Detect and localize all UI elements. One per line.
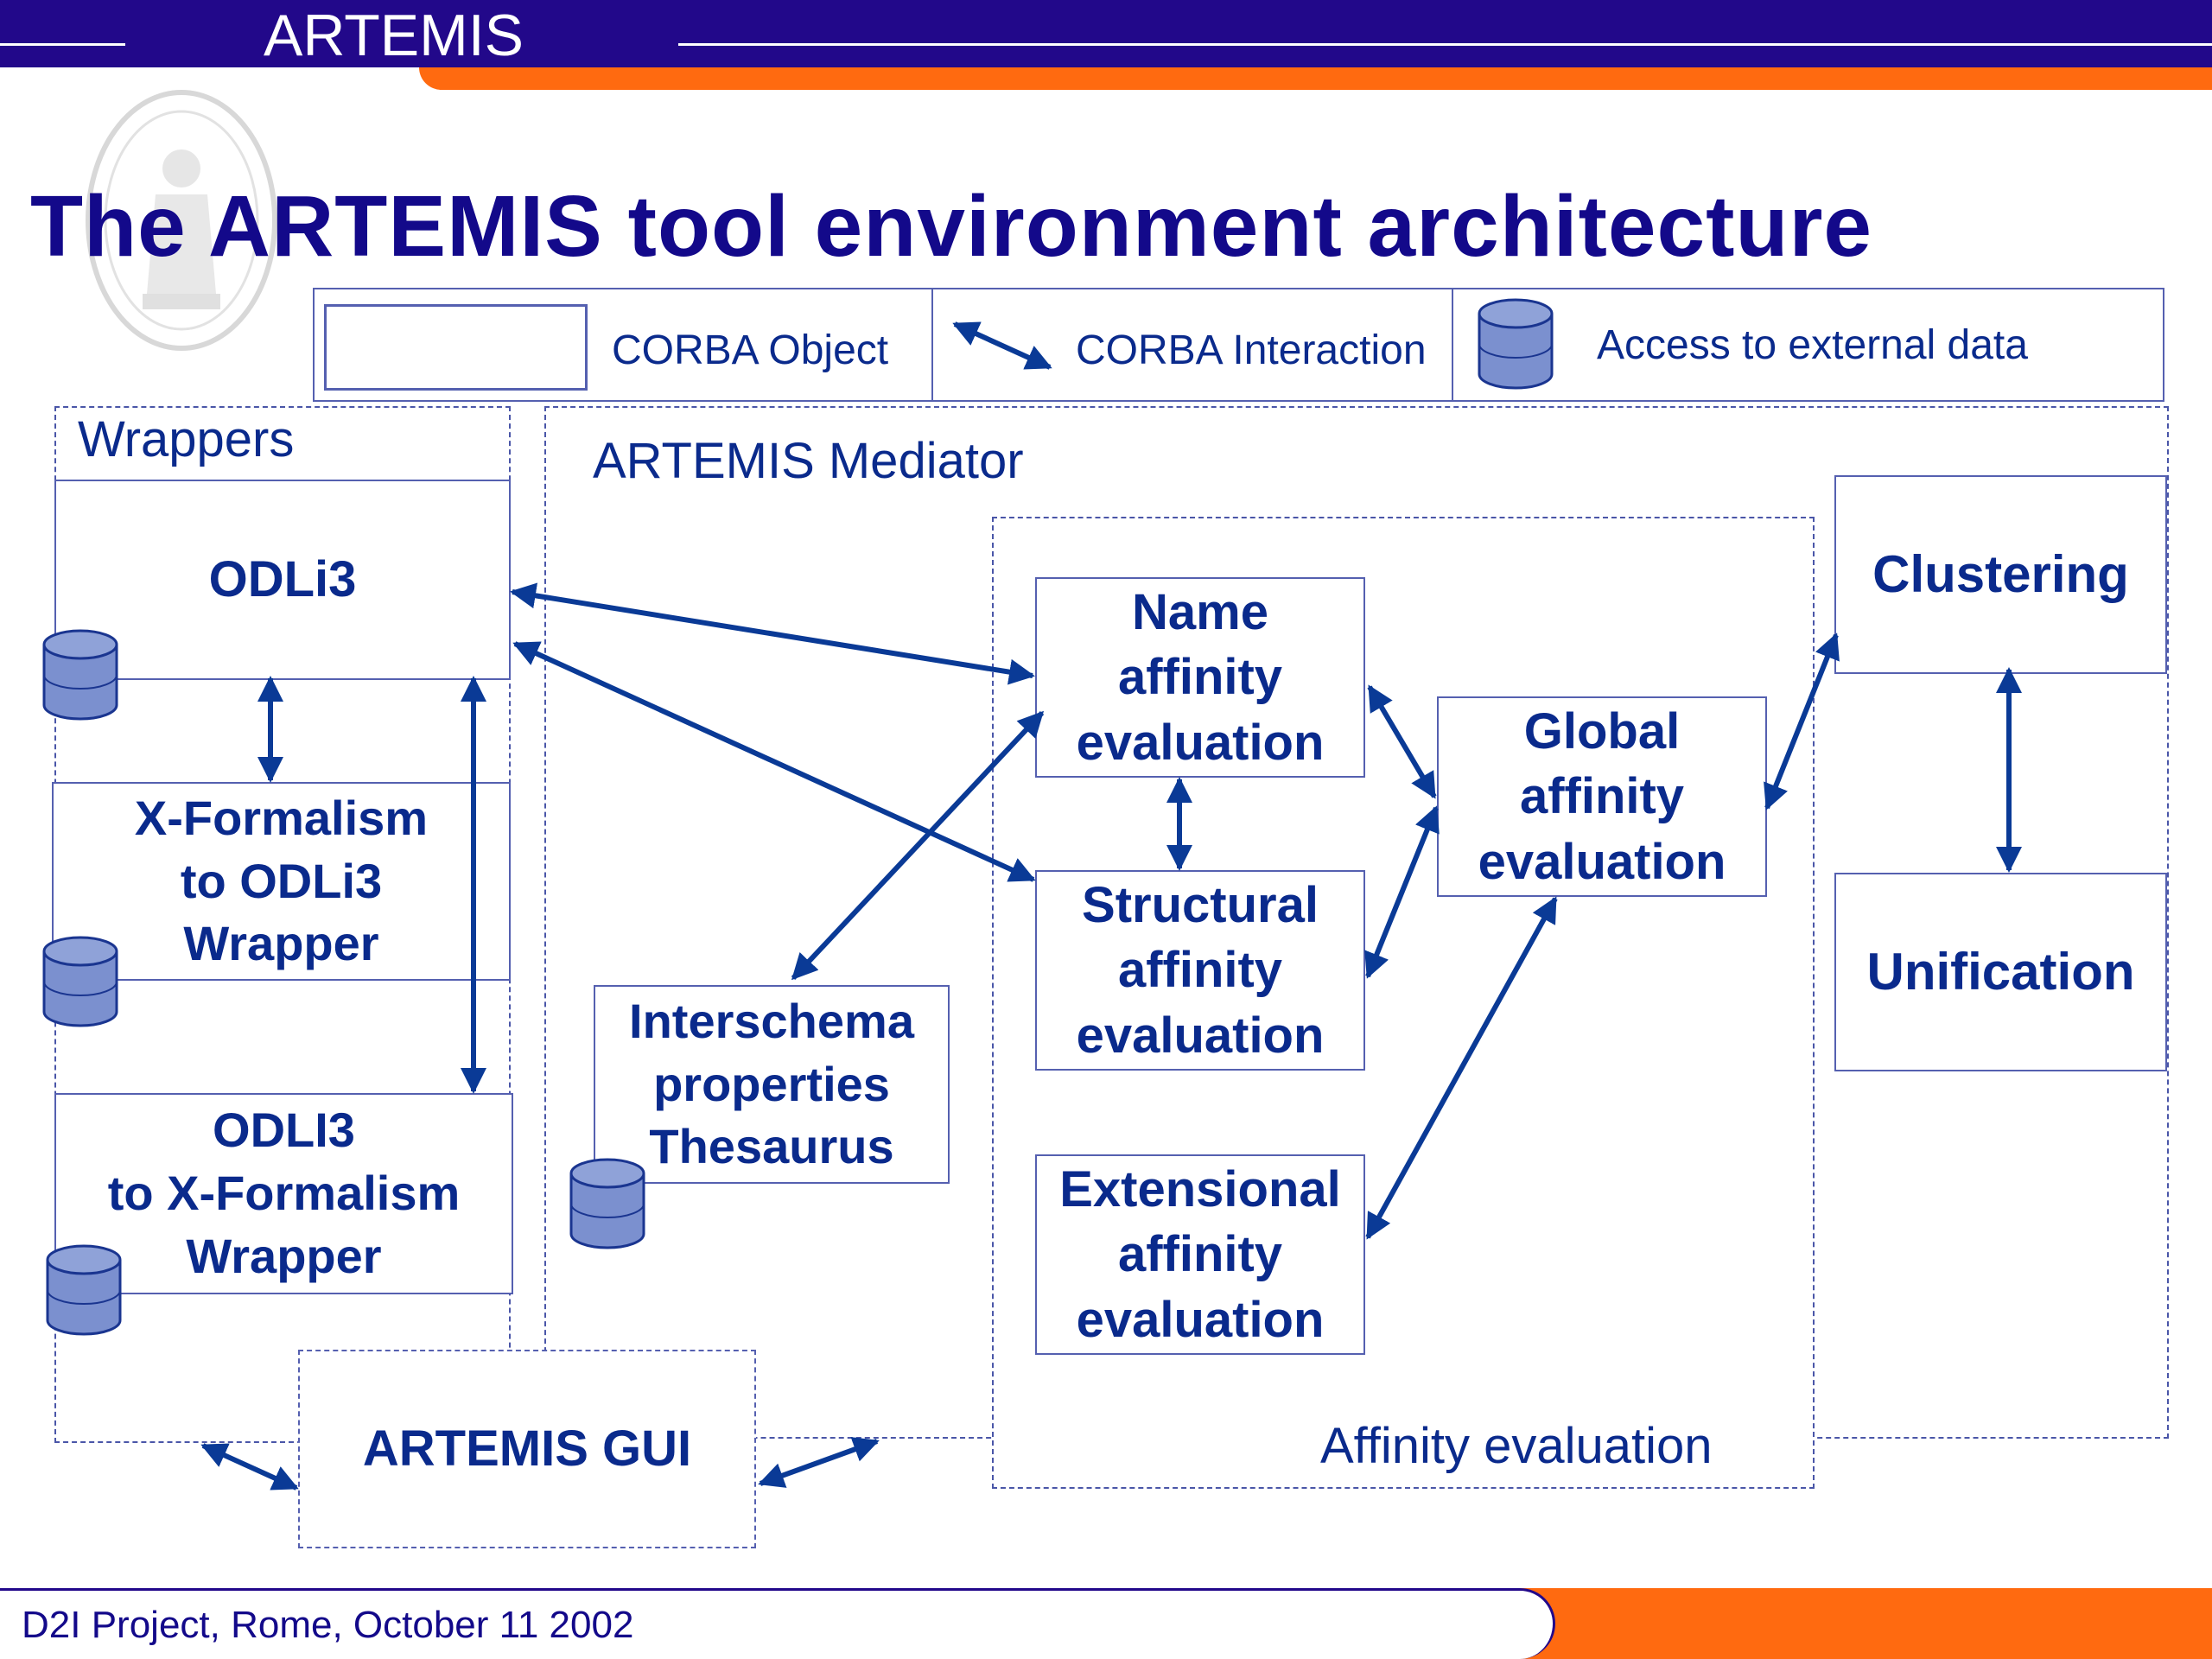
- clustering-node: Clustering: [1834, 475, 2167, 674]
- footer-orange-band: [1503, 1588, 2212, 1659]
- odli3-wrapper-line1: ODLI3: [213, 1103, 355, 1158]
- header-line-right: [678, 43, 2212, 46]
- extensional-affinity-line3: evaluation: [1076, 1291, 1325, 1348]
- footer-bar: [0, 1588, 1555, 1659]
- mediator-group-label: ARTEMIS Mediator: [593, 433, 1024, 489]
- odli3-wrapper-line2: to X-Formalism: [107, 1166, 461, 1221]
- name-affinity-line2: affinity: [1117, 649, 1283, 706]
- odli3-node-label: ODLi3: [208, 551, 357, 608]
- thesaurus-line1: Interschema: [629, 993, 914, 1048]
- name-affinity-line1: Name: [1132, 583, 1268, 640]
- wrappers-group-label: Wrappers: [78, 411, 295, 467]
- global-affinity-line1: Global: [1523, 702, 1681, 760]
- arrow-odli3-structural: [512, 641, 1036, 882]
- extensional-affinity-node: Extensional affinity evaluation: [1035, 1154, 1365, 1355]
- header-bar: [0, 0, 2212, 67]
- arrow-extensional-global: [1365, 896, 1558, 1240]
- arrow-structural-global: [1364, 805, 1440, 979]
- structural-affinity-line3: evaluation: [1076, 1007, 1325, 1064]
- xformalism-wrapper-line2: to ODLi3: [180, 853, 383, 908]
- name-affinity-node: Name affinity evaluation: [1035, 577, 1365, 778]
- header-line-left: [0, 43, 125, 46]
- xformalism-wrapper-line1: X-Formalism: [134, 790, 429, 845]
- name-affinity-line3: evaluation: [1076, 714, 1325, 771]
- legend-panel: [313, 288, 2164, 402]
- arrow-odli3-name: [510, 582, 1035, 685]
- structural-affinity-line1: Structural: [1082, 876, 1319, 933]
- thesaurus-line3: Thesaurus: [649, 1119, 894, 1174]
- structural-affinity-line2: affinity: [1117, 942, 1283, 999]
- xformalism-wrapper-line3: Wrapper: [183, 916, 379, 971]
- legend-interaction-arrow: [952, 321, 1052, 370]
- odli3-node: ODLi3: [54, 480, 511, 680]
- unification-label: Unification: [1866, 943, 2135, 1001]
- extensional-affinity-line2: affinity: [1117, 1226, 1283, 1283]
- odli3-wrapper-line3: Wrapper: [186, 1228, 382, 1283]
- xformalism-wrapper-node: X-Formalism to ODLi3 Wrapper: [52, 782, 511, 981]
- header-brand: ARTEMIS: [264, 3, 524, 68]
- artemis-gui-node: ARTEMIS GUI: [298, 1350, 756, 1548]
- global-affinity-line3: evaluation: [1478, 833, 1726, 890]
- odli3-database-icon: [42, 629, 118, 721]
- arrow-wrappers-gui: [200, 1443, 299, 1491]
- thesaurus-database-icon: [569, 1158, 645, 1249]
- clustering-label: Clustering: [1872, 545, 2129, 603]
- unification-node: Unification: [1834, 873, 2167, 1071]
- arrow-thesaurus-name: [791, 710, 1045, 981]
- legend-database-icon: [1478, 298, 1554, 390]
- arrow-gui-mediator: [758, 1437, 880, 1488]
- artemis-gui-label: ARTEMIS GUI: [362, 1421, 692, 1478]
- slide-title: The ARTEMIS tool environment architectur…: [30, 178, 1873, 275]
- footer-text: D2I Project, Rome, October 11 2002: [22, 1604, 634, 1646]
- xformalism-database-icon: [42, 936, 118, 1027]
- thesaurus-node: Interschema properties Thesaurus: [594, 985, 950, 1184]
- legend-corba-object-swatch: [324, 304, 588, 391]
- legend-divider-1: [931, 288, 933, 402]
- odli3-wrapper-database-icon: [46, 1244, 122, 1336]
- header-orange-band: [419, 67, 2212, 90]
- legend-corba-interaction-label: CORBA Interaction: [1076, 327, 1427, 373]
- legend-external-data-label: Access to external data: [1597, 322, 2028, 368]
- legend-divider-2: [1452, 288, 1453, 402]
- thesaurus-line2: properties: [653, 1056, 890, 1111]
- structural-affinity-node: Structural affinity evaluation: [1035, 870, 1365, 1071]
- odli3-to-xformalism-wrapper-node: ODLI3 to X-Formalism Wrapper: [54, 1093, 513, 1294]
- global-affinity-line2: affinity: [1519, 768, 1685, 825]
- legend-corba-object-label: CORBA Object: [612, 327, 889, 373]
- university-seal-watermark: [86, 90, 277, 351]
- arrow-name-global: [1367, 684, 1437, 799]
- global-affinity-node: Global affinity evaluation: [1437, 696, 1767, 897]
- arrow-global-clustering: [1764, 632, 1840, 810]
- affinity-group-label: Affinity evaluation: [1320, 1418, 1713, 1474]
- extensional-affinity-line1: Extensional: [1059, 1160, 1341, 1217]
